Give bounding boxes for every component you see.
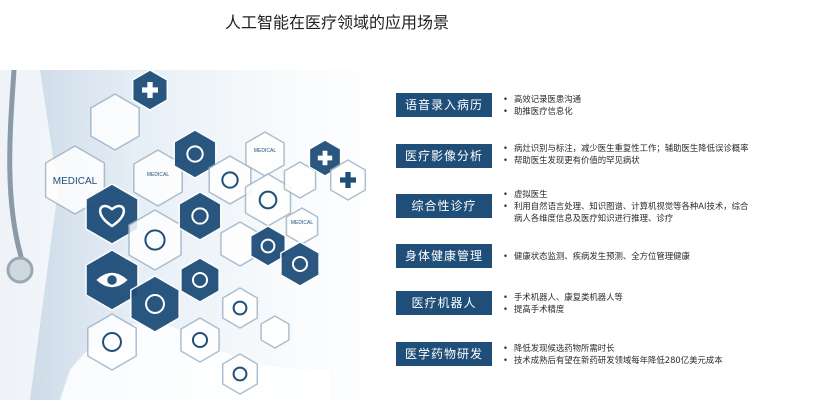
hexagon: [90, 93, 140, 151]
hexagon: [245, 131, 285, 177]
hexagon: [280, 241, 320, 287]
hexagon: [87, 313, 137, 371]
hexagon: [249, 225, 287, 267]
hero-image: MEDICAL MEDICAL MEDICAL MEDICAL: [0, 70, 388, 400]
label-comprehensive-diagnosis: 综合性诊疗: [396, 194, 492, 218]
hexagon: [221, 353, 259, 395]
bullets-medical-robots: 手术机器人、康复类机器人等 提高手术精度: [502, 291, 820, 315]
stethoscope-chest-piece: [6, 256, 34, 284]
page-title: 人工智能在医疗领域的应用场景: [0, 9, 824, 33]
capsule-icon: [291, 255, 309, 273]
label-imaging-analysis: 医疗影像分析: [396, 144, 492, 168]
eye-icon: [96, 272, 128, 288]
bullets-voice-records: 高效记录医患沟通 助推医疗信息化: [502, 93, 820, 117]
wheelchair-icon: [191, 271, 209, 289]
cross-icon: [317, 150, 333, 166]
medical-hexagon-illustration: MEDICAL MEDICAL MEDICAL MEDICAL: [0, 70, 367, 400]
hexagon: [180, 317, 220, 363]
bullet-item: 帮助医生发现更有价值的罕见病状: [502, 154, 820, 166]
hexagon: [173, 129, 217, 179]
microscope-icon: [191, 331, 209, 349]
bullet-item: 病灶识别与标注，减少医生重复性工作；辅助医生降低误诊概率: [502, 142, 820, 154]
bullet-item: 高效记录医患沟通: [502, 93, 820, 105]
hexagon: [260, 315, 290, 349]
medical-label: MEDICAL: [254, 148, 276, 154]
hexagon: [85, 183, 139, 245]
label-drug-research: 医学药物研发: [396, 342, 492, 366]
stethoscope-tube: [7, 70, 25, 261]
bullets-comprehensive-diagnosis: 虚拟医生 利用自然语言处理、知识图谱、计算机视觉等各种AI技术，综合 病人各维度…: [502, 188, 820, 224]
hexagon: [85, 249, 139, 311]
hexagon: [180, 257, 220, 303]
bullet-item: 虚拟医生: [502, 188, 820, 200]
molecule-icon: [145, 294, 165, 314]
bullet-item: 技术成熟后有望在新药研发领域每年降低280亿美元成本: [502, 354, 820, 366]
bullet-item: 降低发现候选药物所需时长: [502, 342, 820, 354]
hexagon: [130, 275, 180, 333]
bullets-health-management: 健康状态监测、疾病发生预测、全方位管理健康: [502, 250, 820, 262]
bullet-item: 健康状态监测、疾病发生预测、全方位管理健康: [502, 250, 820, 262]
bullets-drug-research: 降低发现候选药物所需时长 技术成熟后有望在新药研发领域每年降低280亿美元成本: [502, 342, 820, 366]
kit-icon: [258, 190, 278, 210]
pills-icon: [191, 207, 209, 225]
medical-label: MEDICAL: [291, 220, 313, 226]
tubes-icon: [232, 300, 248, 316]
doctor-coat: [0, 70, 58, 400]
bullets-imaging-analysis: 病灶识别与标注，减少医生重复性工作；辅助医生降低误诊概率 帮助医生发现更有价值的…: [502, 142, 820, 166]
medical-label: MEDICAL: [147, 172, 169, 178]
report-icon: [102, 332, 122, 352]
hexagon-grid: MEDICAL MEDICAL MEDICAL MEDICAL: [44, 70, 367, 395]
bullet-item: 提高手术精度: [502, 303, 820, 315]
label-health-management: 身体健康管理: [396, 244, 492, 268]
label-medical-robots: 医疗机器人: [396, 291, 492, 315]
heart-icon: [99, 204, 125, 228]
bullet-item-continuation: 病人各维度信息及医疗知识进行推理、诊疗: [514, 213, 674, 223]
bullet-item: 手术机器人、康复类机器人等: [502, 291, 820, 303]
bullet-item: 助推医疗信息化: [502, 105, 820, 117]
clipboard-icon: [144, 229, 166, 251]
label-voice-records: 语音录入病历: [396, 93, 492, 117]
doctor-icon: [186, 145, 204, 163]
medical-cross-icon: [340, 172, 357, 188]
hexagon: [221, 287, 259, 329]
hexagon: [178, 191, 222, 241]
medical-label: MEDICAL: [53, 176, 98, 187]
bullet-item: 利用自然语言处理、知识图谱、计算机视觉等各种AI技术，综合: [502, 200, 820, 212]
cross-icon: [142, 82, 158, 98]
title-text: 人工智能在医疗领域的应用场景: [224, 13, 449, 32]
drops-icon: [221, 171, 239, 189]
syringe-icon: [260, 238, 276, 254]
virus-icon: [232, 366, 248, 382]
